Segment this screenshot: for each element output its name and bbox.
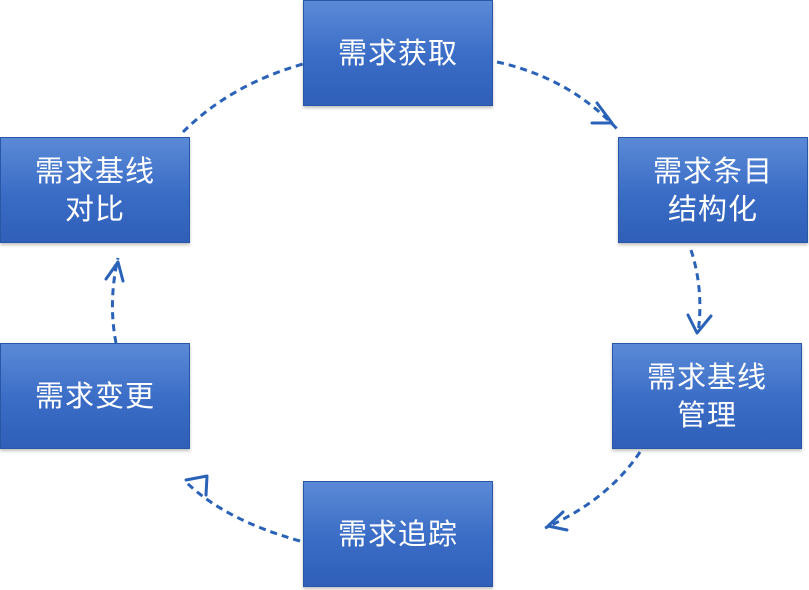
node-label: 需求追踪 [337,517,458,551]
node-requirement-acquisition: 需求获取 [303,0,493,106]
node-requirement-structuring: 需求条目结构化 [618,137,808,243]
node-label: 需求变更 [34,379,155,413]
node-label: 需求基线管理 [646,360,767,432]
arrowhead-n3-to-n4 [546,510,569,532]
arrow-n3-to-n4 [544,451,642,530]
node-baseline-management: 需求基线管理 [612,343,802,449]
arrowhead-n4-to-n5 [184,474,209,497]
arrow-n4-to-n5 [184,480,301,543]
arrowhead-n2-to-n3 [686,313,713,335]
node-label: 需求基线对比 [34,154,155,226]
arrowhead-n5-to-n6 [104,260,125,283]
node-requirement-tracing: 需求追踪 [303,481,493,587]
node-label: 需求条目结构化 [652,154,773,226]
node-baseline-comparison: 需求基线对比 [0,137,190,243]
node-label: 需求获取 [337,36,458,70]
arrow-n6-to-n1 [181,62,304,134]
arrow-n2-to-n3 [689,249,702,334]
arrowhead-n1-to-n2 [590,101,614,125]
arrow-n1-to-n2 [496,60,620,132]
node-requirement-change: 需求变更 [0,343,190,449]
